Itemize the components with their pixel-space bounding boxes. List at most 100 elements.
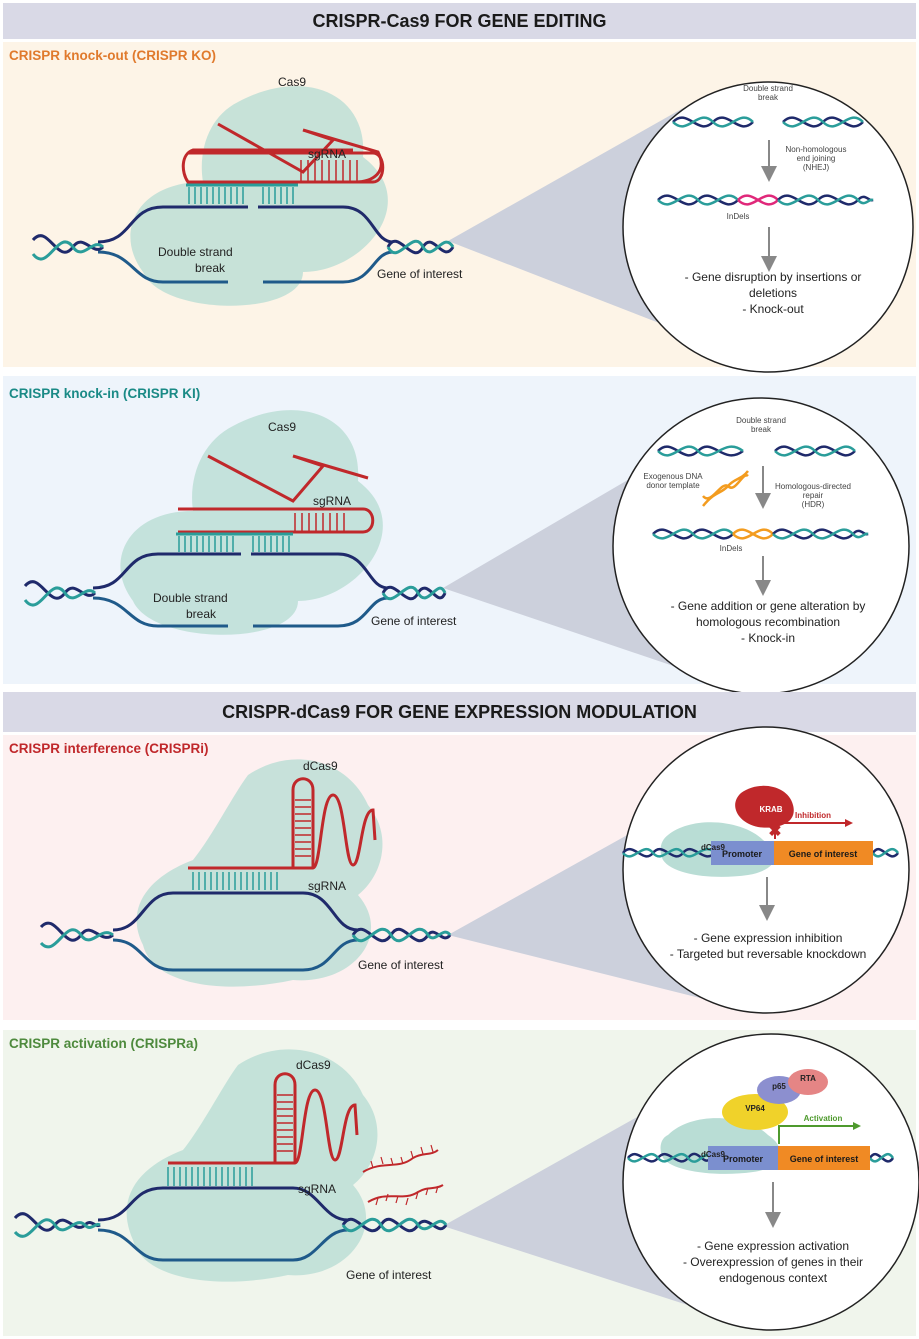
panel-crispr-ko: CRISPR knock-out (CRISPR KO) — [3, 42, 916, 373]
inhibition-arrow — [774, 822, 845, 839]
panel-title: CRISPR activation (CRISPRa) — [9, 1036, 199, 1051]
dna-bottom-strand — [97, 1228, 349, 1262]
zoom-indels: InDels — [726, 212, 750, 221]
crispri-diagram: Promoter Gene of interest ✖ — [39, 726, 910, 1014]
dna-top-strand — [112, 891, 359, 932]
panel-crispra: CRISPR activation (CRISPRa) — [3, 1030, 919, 1336]
vp64-label: VP64 — [745, 1104, 765, 1113]
dna-top-strand — [92, 552, 389, 590]
cas9-protein-shape — [130, 86, 388, 306]
result-line2: - Overexpression of genes in their — [682, 1255, 864, 1269]
dcas9-label: dCas9 — [296, 1058, 331, 1072]
nhej-line1: Non-homologous — [785, 145, 847, 154]
result-line3: - Knock-in — [740, 631, 796, 645]
dsb-label-line1: Double strand — [158, 245, 233, 259]
zoom-dna-broken — [672, 116, 864, 128]
gene-label: Gene of interest — [358, 958, 444, 972]
sgrna-label: sgRNA — [308, 147, 347, 161]
cas9-protein-shape — [120, 410, 383, 635]
promoter-label: Promoter — [723, 1154, 764, 1164]
cas9-label: Cas9 — [268, 420, 297, 434]
promoter-label: Promoter — [722, 849, 763, 859]
ki-diagram — [23, 397, 910, 695]
gene-box — [778, 1146, 870, 1170]
p65-label: p65 — [772, 1082, 786, 1091]
result-line1: - Gene expression inhibition — [693, 931, 843, 945]
zoom-dna-right — [871, 847, 900, 858]
dcas9-protein-shape — [126, 1049, 378, 1282]
rna-dna-pairing — [167, 1167, 253, 1186]
hdr-line3: (HDR) — [801, 500, 825, 509]
panel-title: CRISPR interference (CRISPRi) — [9, 741, 209, 756]
zoom-circle — [622, 726, 910, 1014]
gene-box-label: Gene of interest — [790, 1154, 859, 1164]
rta-label: RTA — [800, 1074, 816, 1083]
donor-line2: donor template — [646, 481, 700, 490]
cas9-label: Cas9 — [278, 75, 307, 89]
free-rna-fragments — [362, 1149, 444, 1203]
promoter-box — [708, 1146, 778, 1170]
rna-dna-pairing — [192, 872, 278, 890]
sgrna-label: sgRNA — [313, 494, 352, 508]
zoom-dna-left — [627, 1152, 712, 1163]
panel-title: CRISPR knock-out (CRISPR KO) — [9, 48, 217, 63]
krab-label: KRAB — [759, 805, 783, 814]
crispra-diagram: Promoter Gene of interest — [13, 1033, 919, 1331]
activation-arrow — [778, 1125, 853, 1144]
rna-dna-pairing — [188, 187, 294, 204]
crispri-result: - Gene expression inhibition - Targeted b… — [633, 930, 903, 962]
dna-bottom-strand — [97, 250, 394, 284]
zoom-dsb-line1: Double strand — [743, 84, 793, 93]
activation-label: Activation — [803, 1114, 843, 1123]
result-line2: - Targeted but reversable knockdown — [669, 947, 867, 961]
zoom-dcas9-label: dCas9 — [700, 843, 725, 852]
dna-helix-right — [351, 927, 452, 943]
gene-label: Gene of interest — [377, 267, 463, 281]
zoom-dsb-line2: break — [750, 425, 771, 434]
panel-crispri: CRISPR interference (CRISPRi) — [3, 726, 916, 1020]
sgrna-label: sgRNA — [298, 1182, 337, 1196]
zoom-indels: InDels — [719, 544, 743, 553]
dna-top-strand — [97, 205, 394, 244]
zoom-dna-repaired — [652, 528, 869, 540]
result-line1: - Gene disruption by insertions or — [684, 270, 862, 284]
crispra-result: - Gene expression activation - Overexpres… — [638, 1238, 908, 1286]
dna-helix-left — [23, 580, 97, 607]
sgrna-hairpins — [168, 1072, 359, 1165]
zoom-dsb-line2: break — [757, 93, 778, 102]
sgrna-hairpins — [188, 777, 377, 870]
rna-dna-pairing — [178, 536, 290, 552]
result-line2: homologous recombination — [695, 615, 841, 629]
dna-helix-left — [31, 234, 105, 261]
hdr-line2: repair — [802, 491, 824, 500]
dsb-label-line2: break — [186, 607, 217, 621]
rta-domain-shape — [788, 1069, 828, 1095]
result-line1: - Gene expression activation — [696, 1239, 850, 1253]
gene-box — [774, 841, 873, 865]
dna-helix-right — [341, 1217, 448, 1233]
nhej-line3: (NHEJ) — [802, 163, 830, 172]
gene-label: Gene of interest — [371, 614, 457, 628]
inhibition-label: Inhibition — [795, 811, 831, 820]
dna-helix-right — [386, 239, 455, 255]
dna-top-strand — [97, 1186, 349, 1222]
panel-title: CRISPR knock-in (CRISPR KI) — [9, 386, 201, 401]
dna-bottom-strand — [112, 938, 359, 972]
zoom-circle — [622, 1033, 919, 1331]
donor-line1: Exogenous DNA — [643, 472, 703, 481]
zoom-dna-right — [868, 1152, 895, 1163]
hdr-line1: Homologous-directed — [774, 482, 852, 491]
panel-crispr-ki: CRISPR knock-in (CRISPR KI) — [3, 376, 916, 695]
dna-helix-right — [381, 585, 447, 601]
result-line3: - Knock-out — [742, 302, 804, 316]
dsb-label-line1: Double strand — [153, 591, 228, 605]
zoom-dna-repaired — [657, 194, 874, 206]
section-header-modulation: CRISPR-dCas9 FOR GENE EXPRESSION MODULAT… — [3, 692, 916, 732]
zoom-dna-left — [622, 847, 716, 858]
krab-domain-shape — [735, 785, 794, 828]
